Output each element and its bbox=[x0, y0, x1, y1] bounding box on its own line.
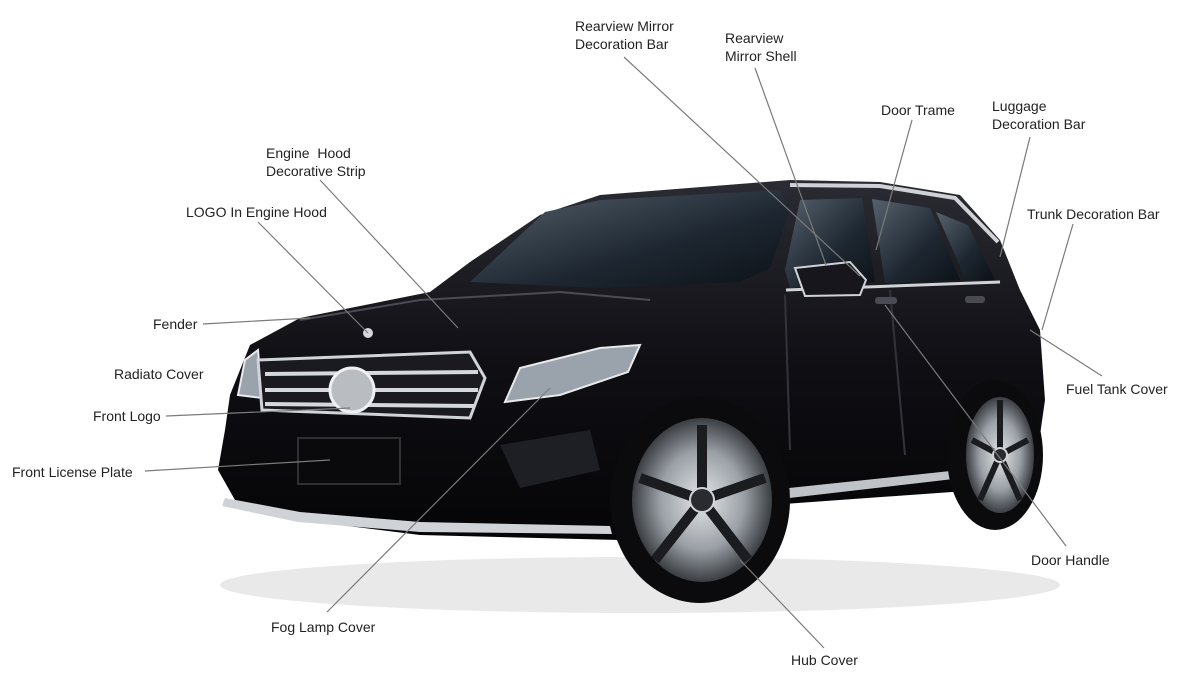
rear-side-window bbox=[872, 199, 960, 283]
label-luggage-decoration-bar: Luggage Decoration Bar bbox=[992, 98, 1086, 132]
label-front-logo: Front Logo bbox=[93, 408, 161, 424]
leader-hub-cover bbox=[739, 559, 825, 649]
windshield bbox=[470, 190, 790, 288]
side-mirror bbox=[793, 260, 868, 298]
label-logo-in-engine-hood: LOGO In Engine Hood bbox=[186, 204, 327, 220]
label-hub-cover: Hub Cover bbox=[791, 652, 858, 668]
hood-highlight bbox=[299, 290, 651, 321]
label-radiato-cover: Radiato Cover bbox=[114, 366, 204, 382]
leader-engine-hood-decorative-strip bbox=[319, 179, 459, 329]
door-handle-rear bbox=[965, 296, 985, 303]
label-fender: Fender bbox=[153, 316, 198, 332]
label-door-trame: Door Trame bbox=[881, 102, 955, 118]
door-handle-front bbox=[875, 297, 897, 304]
leader-front-logo bbox=[165, 407, 351, 417]
car-illustration bbox=[218, 180, 1060, 613]
license-plate bbox=[297, 437, 401, 485]
label-front-license-plate: Front License Plate bbox=[12, 464, 133, 480]
fog-lamp-area bbox=[500, 430, 600, 488]
headlight-left bbox=[236, 348, 264, 400]
leader-front-license-plate bbox=[144, 459, 331, 472]
leader-luggage-decoration-bar bbox=[999, 136, 1031, 258]
label-rearview-mirror-shell: Rearview Mirror Shell bbox=[725, 30, 797, 64]
leader-door-trame bbox=[875, 119, 913, 251]
leader-fog-lamp-cover bbox=[326, 387, 551, 613]
label-fog-lamp-cover: Fog Lamp Cover bbox=[271, 619, 376, 635]
lower-bumper-trim bbox=[222, 498, 612, 534]
leader-fender bbox=[202, 317, 311, 325]
roof-rail bbox=[789, 183, 1000, 244]
leader-door-handle bbox=[884, 304, 1067, 547]
label-door-handle: Door Handle bbox=[1031, 552, 1110, 568]
label-rearview-mirror-decoration-bar: Rearview Mirror Decoration Bar bbox=[575, 18, 674, 52]
label-trunk-decoration-bar: Trunk Decoration Bar bbox=[1027, 206, 1160, 222]
ground-shadow bbox=[220, 557, 1060, 613]
leader-logo-in-engine-hood bbox=[257, 221, 369, 334]
leader-lines bbox=[144, 56, 1103, 649]
headlight-right bbox=[503, 343, 642, 404]
leader-fuel-tank-cover bbox=[1029, 329, 1103, 377]
running-board bbox=[770, 470, 962, 500]
leader-trunk-decoration-bar bbox=[1041, 223, 1074, 331]
front-wheel bbox=[610, 397, 790, 603]
door-seam-rear bbox=[889, 289, 906, 456]
leader-rearview-mirror-shell bbox=[754, 67, 827, 266]
label-fuel-tank-cover: Fuel Tank Cover bbox=[1066, 381, 1168, 397]
label-engine-hood-decorative-strip: Engine Hood Decorative Strip bbox=[266, 145, 366, 179]
door-seam-front bbox=[784, 294, 791, 451]
rear-wheel bbox=[947, 380, 1043, 530]
quarter-window bbox=[936, 212, 995, 280]
front-logo-emblem bbox=[328, 366, 376, 414]
leader-rearview-mirror-decoration-bar bbox=[623, 56, 861, 277]
